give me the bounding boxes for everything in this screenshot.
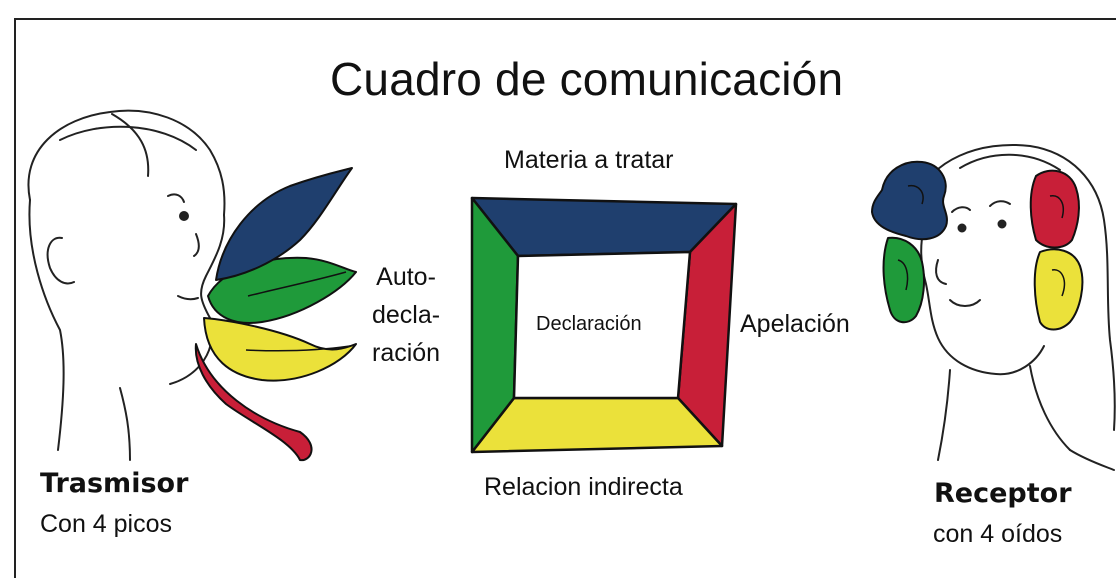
receiver-hair-strand [959, 153, 1061, 171]
ear-red-inner [1049, 195, 1064, 219]
square-left-label-line: Auto- [376, 263, 436, 291]
square-left-label-line: ración [372, 339, 441, 367]
square-center-label: Declaración [536, 313, 642, 335]
sender-ear [46, 236, 75, 285]
frame-border [14, 18, 1116, 578]
sender-mouth [177, 295, 199, 301]
receiver-hair-outline [915, 144, 1116, 431]
square-top-label: Materia a tratar [504, 146, 674, 174]
beak-green-vein [247, 271, 347, 297]
receiver-eyebrow-left [951, 206, 971, 213]
square-left-label: Auto- decla- ración [372, 258, 440, 372]
ear-green-inner [897, 259, 909, 291]
square-bottom-yellow [470, 396, 724, 454]
receiver-name: Receptor [934, 478, 1072, 509]
ear-yellow-inner [1051, 269, 1066, 297]
sender-name: Trasmisor [40, 468, 189, 499]
sender-back-head [28, 199, 65, 451]
receiver-ears [871, 160, 1084, 331]
sender-beaks [194, 167, 357, 462]
receiver-eyebrow-right [989, 200, 1011, 207]
sender-neck [119, 387, 131, 461]
beak-blue [215, 167, 353, 281]
sender-figure [27, 109, 226, 461]
sender-hair-line-2 [111, 113, 150, 177]
square-left-label-line: decla- [372, 301, 441, 329]
square-right-label: Apelación [740, 310, 850, 338]
receiver-figure [915, 144, 1116, 471]
receiver-mouth [949, 299, 981, 307]
ear-red [1029, 169, 1080, 249]
receiver-desc: con 4 oídos [933, 520, 1063, 548]
ear-blue [871, 160, 948, 241]
ear-yellow [1033, 248, 1084, 331]
receiver-nose [935, 259, 947, 285]
sender-nose [193, 233, 200, 257]
ear-blue-inner [907, 184, 924, 205]
sender-head-outline [27, 109, 226, 216]
receiver-eye-right [997, 219, 1007, 229]
receiver-eye-left [957, 223, 967, 233]
sender-eye [179, 211, 189, 221]
receiver-face-profile [920, 211, 1045, 376]
beak-yellow [203, 317, 357, 382]
receiver-shoulder [1069, 449, 1115, 471]
ear-green [882, 236, 925, 324]
diagram-title: Cuadro de comunicación [330, 53, 844, 105]
beak-red [194, 343, 313, 462]
receiver-neck-2 [1029, 365, 1071, 451]
square-bottom-label: Relacion indirecta [484, 473, 683, 501]
square-inner [512, 250, 692, 400]
sender-eyebrow [167, 193, 185, 203]
beak-yellow-vein [245, 345, 351, 352]
sender-hair-line [59, 125, 197, 151]
communication-square [470, 196, 738, 454]
receiver-neck [937, 369, 951, 461]
sender-desc: Con 4 picos [40, 510, 173, 538]
